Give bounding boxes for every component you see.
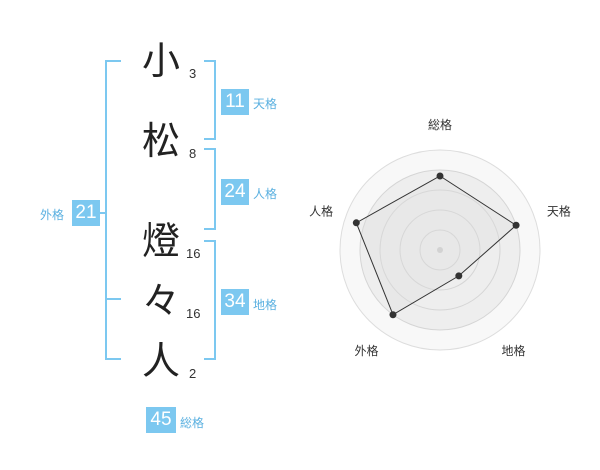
chikaku-label: 地格 [253, 298, 278, 312]
radar-axis-label-3: 地格 [501, 343, 525, 358]
tenkaku-bracket-top [204, 60, 216, 62]
tenkaku-bracket-bottom [204, 138, 216, 140]
jinkaku-bracket-vertical [214, 148, 216, 230]
soukaku-label: 総格 [180, 416, 205, 430]
name-char-5: 人 [141, 339, 180, 383]
tenkaku-bracket-vertical [214, 60, 216, 140]
radar-ring-2 [399, 209, 481, 291]
radar-ring-3 [379, 189, 501, 311]
stroke-count-5: 2 [189, 366, 197, 381]
stroke-count-1: 3 [189, 66, 197, 81]
radar-center-dot [437, 247, 443, 253]
name-char-3: 燈 [141, 219, 180, 263]
name-char-4: 々 [141, 279, 180, 323]
radar-axis-label-4: 外格 [355, 343, 379, 358]
soukaku-value: 45 [146, 407, 176, 433]
jinkaku-label: 人格 [253, 187, 278, 201]
radar-axis-label-2: 天格 [547, 203, 571, 218]
radar-point-2 [512, 221, 520, 229]
gaikaku-label: 外格 [40, 208, 65, 222]
tenkaku-label: 天格 [253, 97, 278, 111]
tenkaku-value: 11 [221, 89, 249, 115]
gaikaku-bracket-mid [105, 298, 121, 300]
radar-axis-label-1: 総格 [428, 117, 452, 132]
radar-axis-label-5: 人格 [309, 203, 333, 218]
gaikaku-bracket-vertical [105, 60, 107, 360]
radar-series-polygon [355, 175, 517, 316]
chikaku-bracket-top [204, 240, 216, 242]
radar-point-3 [455, 272, 463, 280]
chikaku-value: 34 [221, 289, 249, 315]
chikaku-bracket-bottom [204, 358, 216, 360]
radar-point-4 [389, 311, 397, 319]
name-char-2: 松 [141, 119, 180, 163]
stroke-count-3: 16 [186, 246, 201, 261]
gaikaku-bracket-bottom [105, 358, 121, 360]
radar-point-5 [352, 219, 360, 227]
name-char-1: 小 [141, 39, 180, 83]
radar-ring-1 [419, 229, 461, 271]
stroke-count-4: 16 [186, 306, 201, 321]
radar-point-1 [436, 172, 444, 180]
gaikaku-value: 21 [72, 200, 100, 226]
jinkaku-bracket-top [204, 148, 216, 150]
chikaku-bracket-vertical [214, 240, 216, 360]
gaikaku-bracket-top [105, 60, 121, 62]
gaikaku-bracket-stub [100, 212, 105, 214]
jinkaku-bracket-bottom [204, 228, 216, 230]
jinkaku-value: 24 [221, 179, 249, 205]
stroke-count-2: 8 [189, 146, 197, 161]
